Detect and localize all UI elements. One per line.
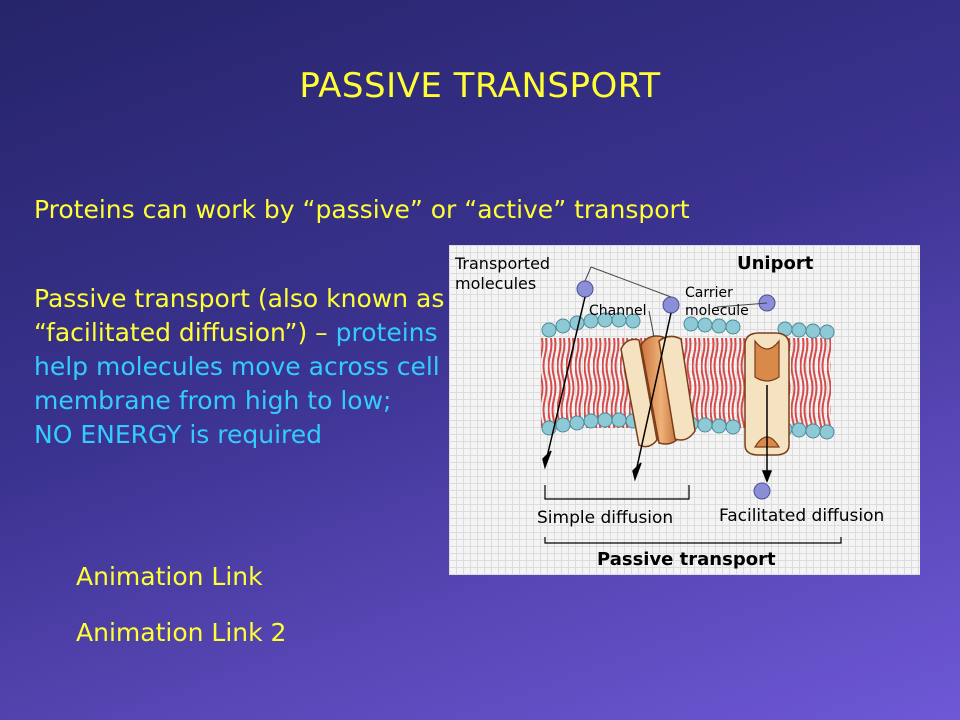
simple-diffusion-label: Simple diffusion xyxy=(537,508,673,528)
group-brackets xyxy=(544,485,842,544)
diffusion-arrows xyxy=(542,296,773,484)
facilitated-diffusion-label: Facilitated diffusion xyxy=(719,506,884,526)
animation-link[interactable]: Animation Link xyxy=(76,562,263,591)
definition-term: Passive transport (also known as “facili… xyxy=(34,284,445,347)
passive-transport-definition: Passive transport (also known as “facili… xyxy=(34,282,454,452)
carrier-label-1: Carrier xyxy=(685,285,733,301)
carrier-label-2: molecule xyxy=(685,303,749,319)
transported-label-1: Transported xyxy=(454,254,550,273)
label-pointers xyxy=(584,266,768,338)
definition-energy-note: NO ENERGY is required xyxy=(34,420,323,449)
uniport-label: Uniport xyxy=(737,253,814,274)
transported-label-2: molecules xyxy=(455,274,536,293)
animation-link-2[interactable]: Animation Link 2 xyxy=(76,618,287,647)
lipid-heads-top xyxy=(541,312,835,340)
membrane-illustration: Transported molecules Uniport Channel Ca… xyxy=(454,253,884,570)
channel-label: Channel xyxy=(589,303,646,319)
passive-transport-label: Passive transport xyxy=(597,549,776,570)
definition-text: proteins help molecules move across cell… xyxy=(34,318,440,415)
slide-title: PASSIVE TRANSPORT xyxy=(299,66,661,106)
passive-transport-diagram: Transported molecules Uniport Channel Ca… xyxy=(449,245,920,575)
intro-line: Proteins can work by “passive” or “activ… xyxy=(34,195,690,224)
transported-molecules xyxy=(576,280,776,500)
